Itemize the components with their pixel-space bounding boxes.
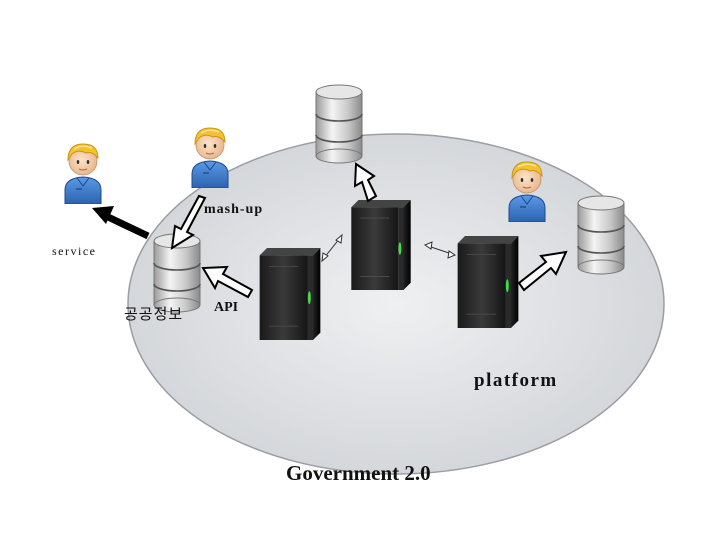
server-icon	[457, 236, 519, 328]
user-icon	[64, 143, 102, 204]
database-icon	[577, 195, 625, 275]
mashup-arrow	[170, 194, 207, 250]
database-icon	[315, 84, 363, 164]
link-arrow	[321, 233, 343, 263]
server-to-db-arrow	[517, 250, 568, 292]
server-icon	[350, 200, 412, 290]
public-info-label: 공공정보	[124, 305, 184, 323]
platform-label: platform	[474, 370, 558, 391]
api-label: API	[214, 300, 239, 315]
mashup-label: mash-up	[204, 202, 264, 217]
diagram-title: Government 2.0	[286, 461, 431, 485]
user-icon	[191, 127, 229, 188]
service-label: service	[52, 244, 97, 258]
service-arrow	[92, 206, 150, 240]
server-to-db-arrow	[353, 162, 378, 203]
api-arrow	[201, 265, 254, 299]
link-arrow	[423, 241, 457, 259]
server-icon	[259, 248, 321, 340]
